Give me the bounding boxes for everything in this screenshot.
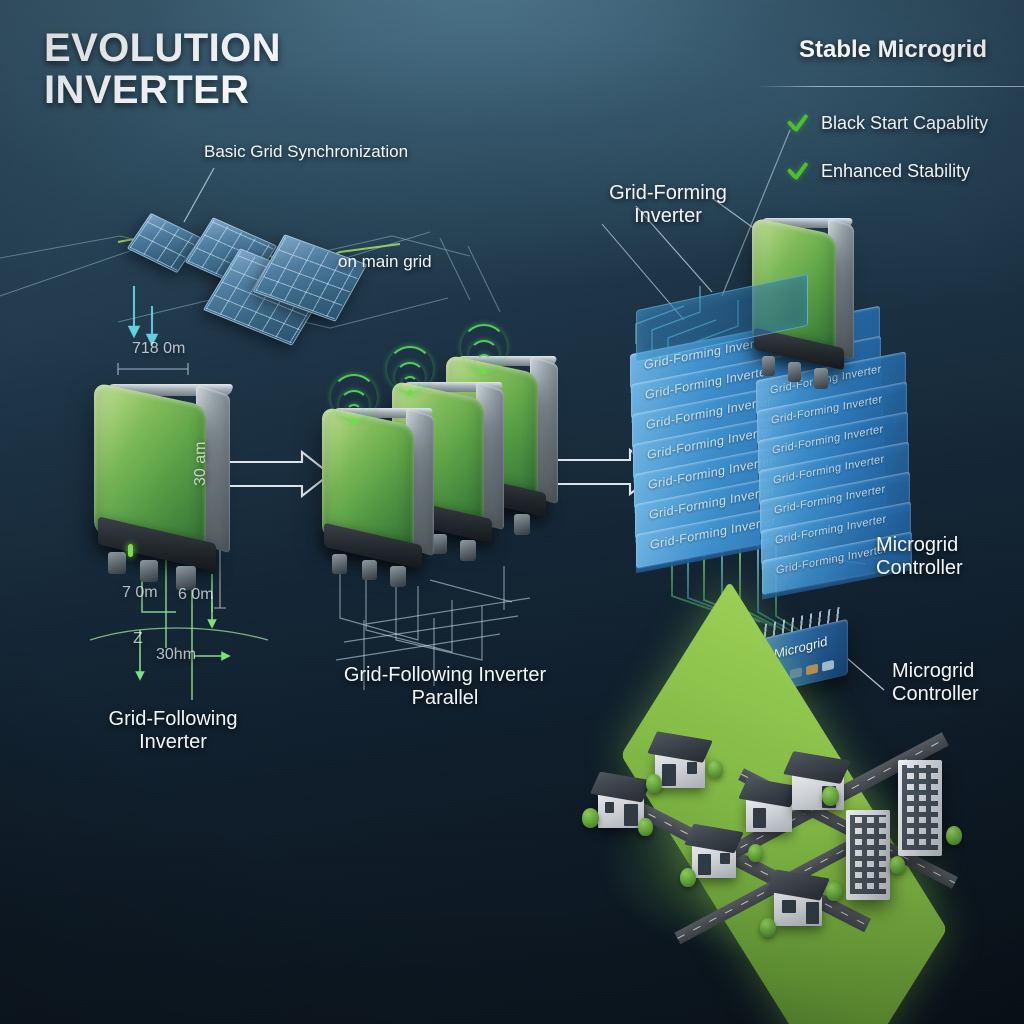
city-scene bbox=[560, 730, 1024, 990]
house-window bbox=[782, 900, 796, 913]
house-door bbox=[624, 804, 638, 826]
tree bbox=[946, 826, 962, 845]
check-icon bbox=[786, 112, 808, 134]
stage-caption-grid-following: Grid-Following Inverter bbox=[108, 708, 238, 754]
tree bbox=[680, 868, 696, 887]
office-tower bbox=[898, 760, 942, 856]
inverter-connector bbox=[788, 362, 801, 382]
inverter-connector bbox=[140, 560, 158, 582]
inverter-connector bbox=[460, 540, 476, 561]
house-window bbox=[605, 802, 614, 813]
inverter-connector bbox=[390, 566, 406, 587]
office-tower bbox=[846, 810, 890, 900]
house-door bbox=[753, 808, 766, 828]
inverter-status-led bbox=[128, 544, 133, 557]
tree bbox=[638, 818, 653, 836]
dimension-label: 718 0m bbox=[132, 340, 186, 357]
dimension-label: 7 0m bbox=[122, 584, 158, 601]
feature-label: Enhanced Stability bbox=[821, 160, 971, 181]
tree bbox=[646, 774, 662, 793]
house-window bbox=[687, 762, 697, 774]
tree bbox=[760, 918, 776, 937]
dimension-label: 30hm bbox=[156, 646, 197, 663]
inverter-connector bbox=[814, 368, 828, 389]
wireless-signal-icon bbox=[456, 324, 512, 374]
annotation-main-grid: on main grid bbox=[338, 252, 432, 271]
annotation-basic-sync: Basic Grid Synchronization bbox=[204, 142, 409, 161]
tree bbox=[748, 844, 763, 862]
stage-caption-parallel: Grid-Following Inverter Parallel bbox=[343, 664, 547, 710]
dimension-label: Z bbox=[133, 630, 143, 647]
inverter-connector bbox=[362, 560, 377, 580]
feature-item-enhanced-stability: Enhanced Stability bbox=[786, 160, 970, 182]
house-door bbox=[806, 902, 819, 924]
annotation-grid-forming-inverter: Grid-Forming Inverter bbox=[609, 182, 727, 228]
house-window bbox=[720, 853, 730, 864]
inverter-connector bbox=[762, 356, 775, 376]
house-door bbox=[662, 764, 676, 786]
dimension-label: 30 am bbox=[192, 441, 209, 486]
inverter-connector bbox=[108, 552, 126, 574]
grid-following-inverter-unit bbox=[314, 406, 454, 598]
title-line-1: EVOLUTION bbox=[44, 26, 281, 70]
wireless-signal-icon bbox=[382, 346, 438, 396]
annotation-microgrid-controller-upper: Microgrid Controller bbox=[876, 534, 963, 580]
tree bbox=[822, 786, 839, 806]
panel-divider bbox=[756, 86, 1024, 87]
annotation-microgrid-controller-lower: Microgrid Controller bbox=[892, 660, 979, 706]
wireless-signal-icon bbox=[326, 374, 382, 424]
feature-label: Black Start Capablity bbox=[821, 112, 989, 133]
dimension-label: 6 0m bbox=[178, 586, 214, 603]
house-door bbox=[698, 854, 711, 875]
check-icon bbox=[786, 160, 808, 182]
grid-following-inverter-unit bbox=[84, 382, 254, 590]
panel-heading: Stable Microgrid bbox=[798, 36, 988, 63]
title-line-2: INVERTER bbox=[44, 67, 250, 112]
page-title: EVOLUTION INVERTER bbox=[44, 26, 281, 112]
tree bbox=[890, 856, 905, 874]
feature-item-black-start: Black Start Capablity bbox=[786, 112, 988, 134]
inverter-connector bbox=[332, 554, 347, 574]
tree bbox=[582, 808, 599, 828]
tree bbox=[826, 882, 842, 901]
tree bbox=[708, 760, 723, 778]
